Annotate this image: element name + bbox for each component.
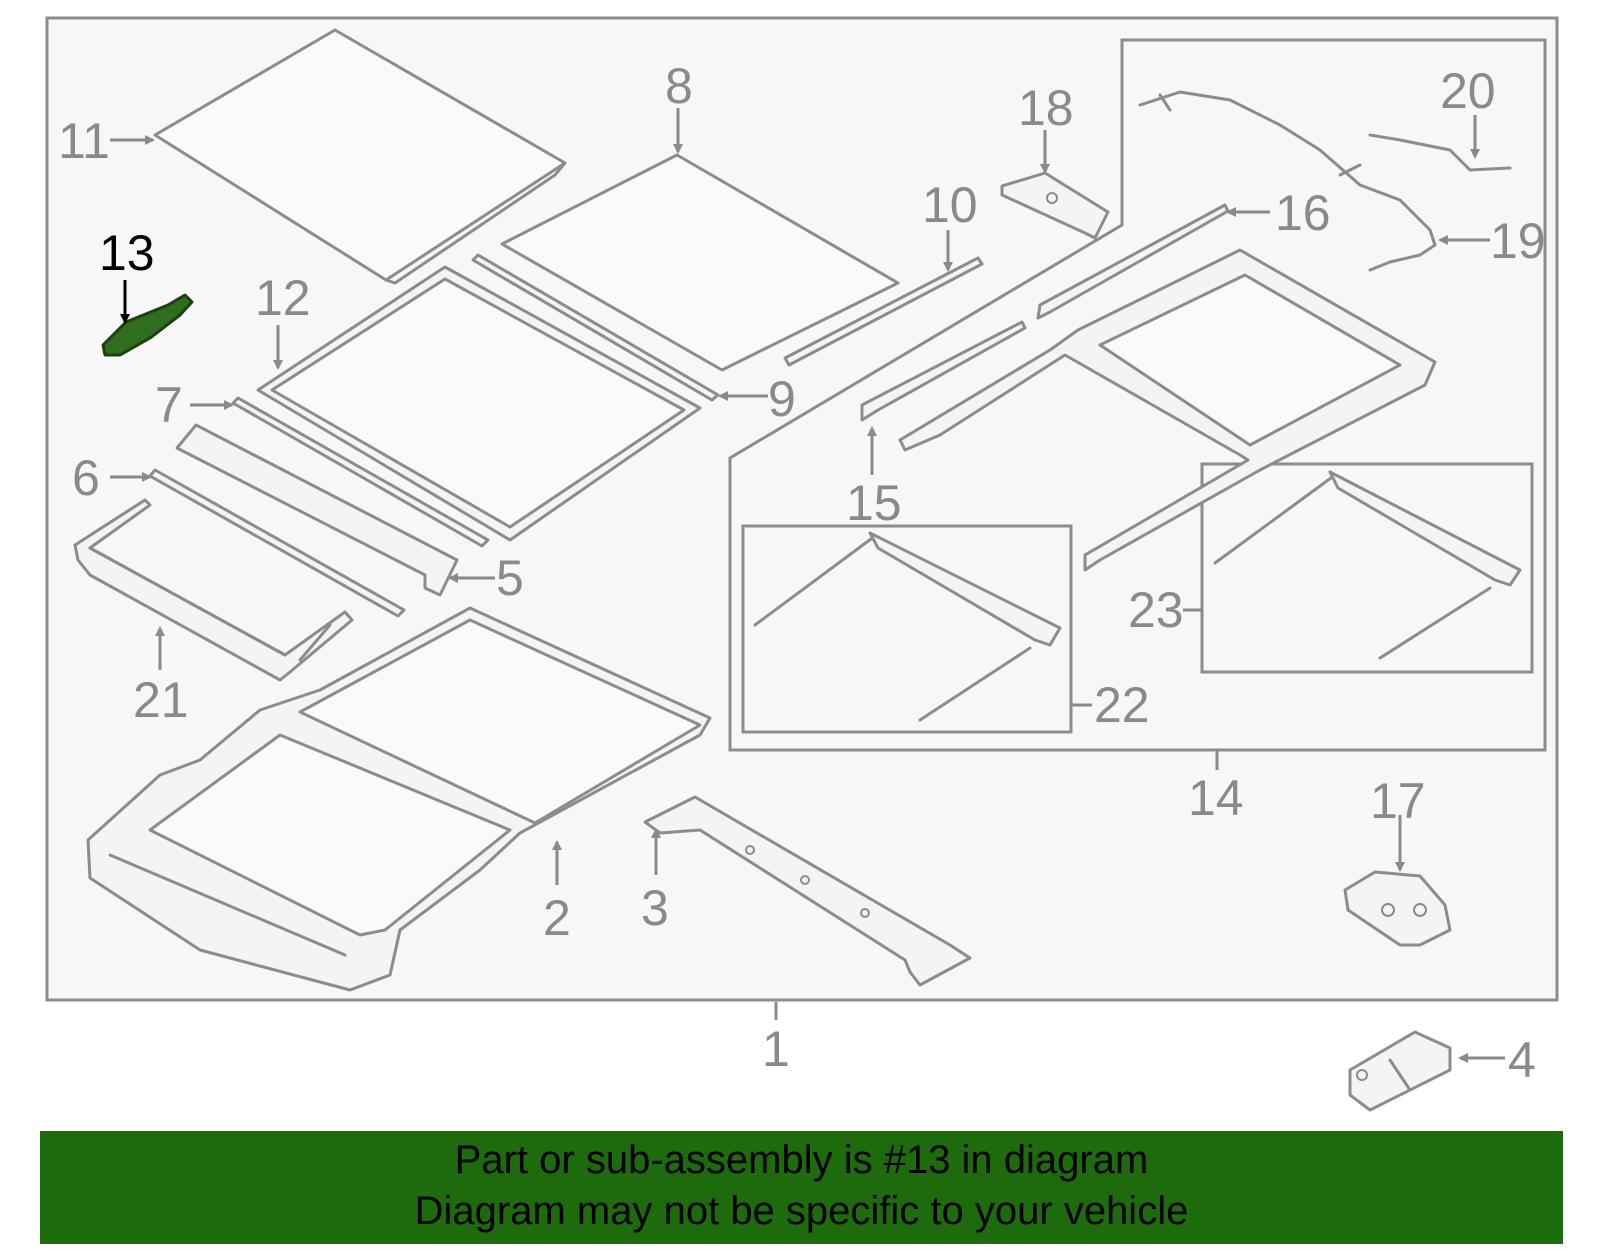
callout-8: 8 (665, 58, 693, 114)
callout-9: 9 (768, 371, 796, 427)
callout-2: 2 (543, 890, 571, 946)
callout-11: 11 (58, 113, 110, 169)
part-17-bracket[interactable] (1343, 870, 1452, 947)
footer-line-1: Part or sub-assembly is #13 in diagram (454, 1138, 1149, 1182)
part-4-bracket[interactable] (1348, 1030, 1452, 1112)
callout-4: 4 (1508, 1032, 1536, 1088)
callout-labels: 1 2 3 4 5 6 7 8 9 10 11 12 13 14 15 16 1… (58, 58, 1546, 1088)
part-7-strip[interactable] (231, 396, 490, 548)
part-5-deflector[interactable] (175, 423, 459, 597)
callout-12: 12 (255, 270, 311, 326)
callout-14: 14 (1188, 770, 1244, 826)
callout-21: 21 (133, 672, 189, 728)
callout-23: 23 (1128, 582, 1184, 638)
part-21-deflector-frame[interactable] (73, 498, 354, 682)
sunroof-frame-assembly[interactable] (898, 248, 1437, 572)
subassembly-box-14 (728, 38, 1547, 752)
part-2-roof-panel[interactable] (86, 606, 712, 992)
part-16-guide-rail[interactable] (1036, 203, 1230, 320)
part-15-guide-rail[interactable] (860, 320, 1027, 422)
callout-13: 13 (99, 225, 155, 281)
callout-22: 22 (1094, 677, 1150, 733)
part-6-strip[interactable] (148, 468, 406, 618)
part-10-seal-strip[interactable] (783, 256, 984, 367)
part-13-clip-highlighted[interactable] (101, 293, 194, 357)
subassembly-box-23 (1200, 462, 1534, 674)
callout-3: 3 (641, 880, 669, 936)
leader-lines (110, 108, 1505, 1063)
callout-17: 17 (1370, 773, 1426, 829)
footer-banner: Part or sub-assembly is #13 in diagram D… (40, 1131, 1563, 1244)
callout-18: 18 (1018, 80, 1074, 136)
part-8-rear-glass[interactable] (500, 153, 900, 372)
part-23-rails[interactable] (1213, 470, 1522, 660)
callout-1: 1 (762, 1021, 790, 1077)
footer-line-2: Diagram may not be specific to your vehi… (414, 1189, 1189, 1233)
part-11-glass-panel[interactable] (153, 28, 567, 285)
callout-19: 19 (1490, 213, 1546, 269)
subassembly-box-22 (741, 524, 1073, 734)
callout-10: 10 (922, 177, 978, 233)
callout-16: 16 (1275, 185, 1331, 241)
callout-5: 5 (496, 550, 524, 606)
callout-7: 7 (155, 377, 183, 433)
part-3-rail[interactable] (643, 795, 972, 987)
callout-15: 15 (846, 475, 902, 531)
part-12-frame[interactable] (256, 265, 702, 542)
part-22-rails[interactable] (753, 531, 1062, 722)
callout-6: 6 (72, 450, 100, 506)
part-19-20-harness[interactable] (1138, 90, 1512, 272)
callout-20: 20 (1440, 63, 1496, 119)
